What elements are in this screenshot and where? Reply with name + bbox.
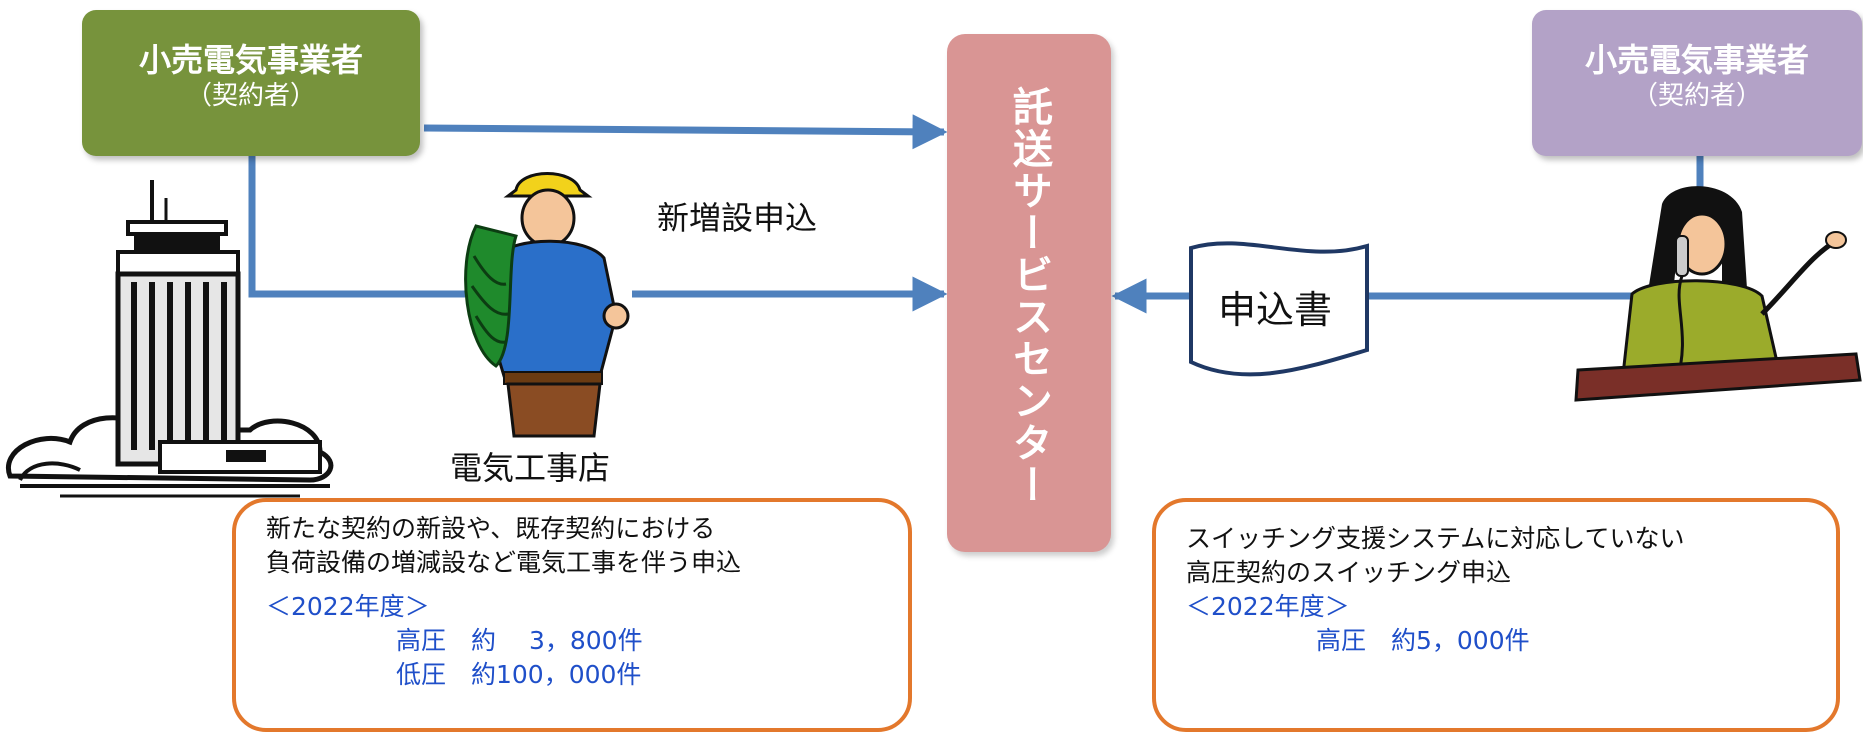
left-info-year: ＜2022年度＞: [266, 592, 430, 621]
right-info-value-high-voltage: 高圧 約5，000件: [1316, 626, 1530, 655]
left-info-value-high-voltage: 高圧 約 3，800件: [396, 626, 643, 655]
left-info-value-low-voltage: 低圧 約100，000件: [396, 660, 642, 689]
left-info-line-2: 負荷設備の増減設など電気工事を伴う申込: [266, 548, 742, 577]
right-info-line-1: スイッチング支援システムに対応していない: [1186, 524, 1685, 553]
right-info-line-2: 高圧契約のスイッチング申込: [1186, 558, 1512, 587]
left-contractor-subtitle: （契約者）: [185, 81, 316, 111]
electrician-label: 電気工事店: [450, 449, 611, 487]
left-contractor-box: 小売電気事業者 （契約者）: [82, 10, 420, 156]
right-contractor-subtitle: （契約者）: [1631, 81, 1762, 111]
left-info-box: 新たな契約の新設や、既存契約における 負荷設備の増減設など電気工事を伴う申込 ＜…: [232, 498, 912, 732]
arrow-contractor-to-center: [423, 114, 948, 150]
construction-worker-icon: [464, 172, 630, 438]
right-contractor-title: 小売電気事業者: [1584, 41, 1809, 79]
transmission-service-center-box: 託送サービスセンター: [947, 34, 1111, 552]
left-info-line-1: 新たな契約の新設や、既存契約における: [266, 514, 716, 543]
application-document-icon: [1189, 241, 1369, 377]
office-building-icon: [5, 180, 334, 498]
right-info-year: ＜2022年度＞: [1186, 592, 1350, 621]
application-document-label: 申込書: [1218, 288, 1333, 332]
left-contractor-title: 小売電気事業者: [138, 41, 363, 79]
new-application-label: 新増設申込: [657, 199, 818, 237]
right-contractor-box: 小売電気事業者 （契約者）: [1532, 10, 1862, 156]
telephone-operator-icon: [1574, 186, 1862, 402]
right-info-box: スイッチング支援システムに対応していない 高圧契約のスイッチング申込 ＜2022…: [1152, 498, 1840, 732]
arrow-electrician-to-center: [248, 156, 465, 298]
transmission-service-center-label: 託送サービスセンター: [1006, 86, 1052, 506]
